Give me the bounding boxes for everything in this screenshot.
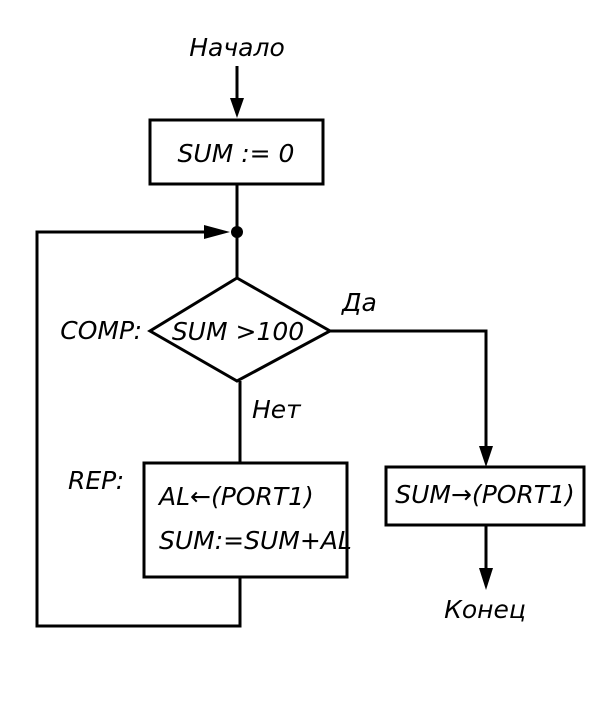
junction-dot xyxy=(231,226,243,238)
decision-diamond xyxy=(147,276,334,383)
start-label: Начало xyxy=(189,33,284,62)
no-label: Нет xyxy=(252,395,302,424)
loop-block xyxy=(142,461,349,579)
loop-back-line xyxy=(35,230,242,628)
decision-tag: COMP: xyxy=(60,316,142,345)
output-block xyxy=(384,465,586,527)
loop-block-line2: SUM:=SUM+AL xyxy=(159,526,352,555)
yes-label: Да xyxy=(341,288,377,317)
yes-branch-arrow xyxy=(479,446,493,467)
loop-back-arrow xyxy=(204,225,230,239)
end-arrow xyxy=(479,568,493,590)
decision-condition: SUM >100 xyxy=(172,317,304,346)
loop-block-tag: REP: xyxy=(68,466,124,495)
start-arrow xyxy=(230,98,244,118)
output-block-text: SUM→(PORT1) xyxy=(395,480,575,509)
yes-branch-line xyxy=(330,329,488,455)
init-block-text: SUM := 0 xyxy=(178,139,295,168)
end-label: Конец xyxy=(444,595,526,624)
loop-block-line1: AL←(PORT1) xyxy=(157,482,314,511)
